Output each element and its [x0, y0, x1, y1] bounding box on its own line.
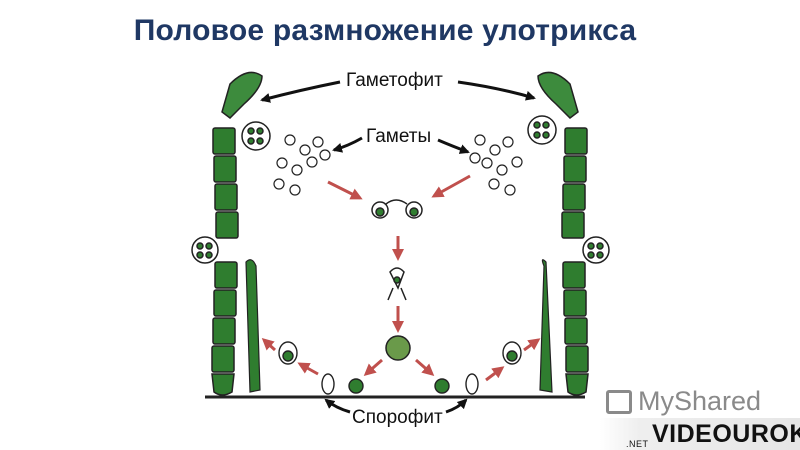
planozygote	[387, 267, 407, 301]
right-filament	[537, 71, 589, 396]
left-filament	[211, 71, 263, 396]
myshared-watermark: MyShared	[606, 386, 761, 417]
presentation-icon	[606, 390, 632, 414]
process-arrows	[261, 174, 541, 382]
videouroki-suffix: .NET	[626, 439, 649, 449]
fusing-gametes	[371, 199, 423, 219]
left-gametes	[273, 134, 331, 196]
gametes-label: Гаметы	[366, 126, 432, 147]
right-young-filament	[539, 259, 553, 393]
zygote	[385, 335, 411, 361]
right-gametangia	[527, 115, 610, 264]
left-young-filament	[245, 259, 261, 393]
sporophyte-label: Спорофит	[352, 407, 443, 428]
videouroki-text: VIDEOUROKI	[652, 420, 800, 448]
videouroki-watermark: VIDEOUROKI.NET	[600, 418, 800, 450]
spores	[278, 341, 522, 395]
left-gametangia	[191, 121, 271, 264]
myshared-text: MyShared	[638, 386, 762, 416]
gametophyte-label: Гаметофит	[346, 70, 443, 91]
label-arrows	[260, 80, 536, 414]
page-title: Половое размножение улотрикса	[133, 14, 637, 47]
right-gametes	[469, 134, 523, 196]
